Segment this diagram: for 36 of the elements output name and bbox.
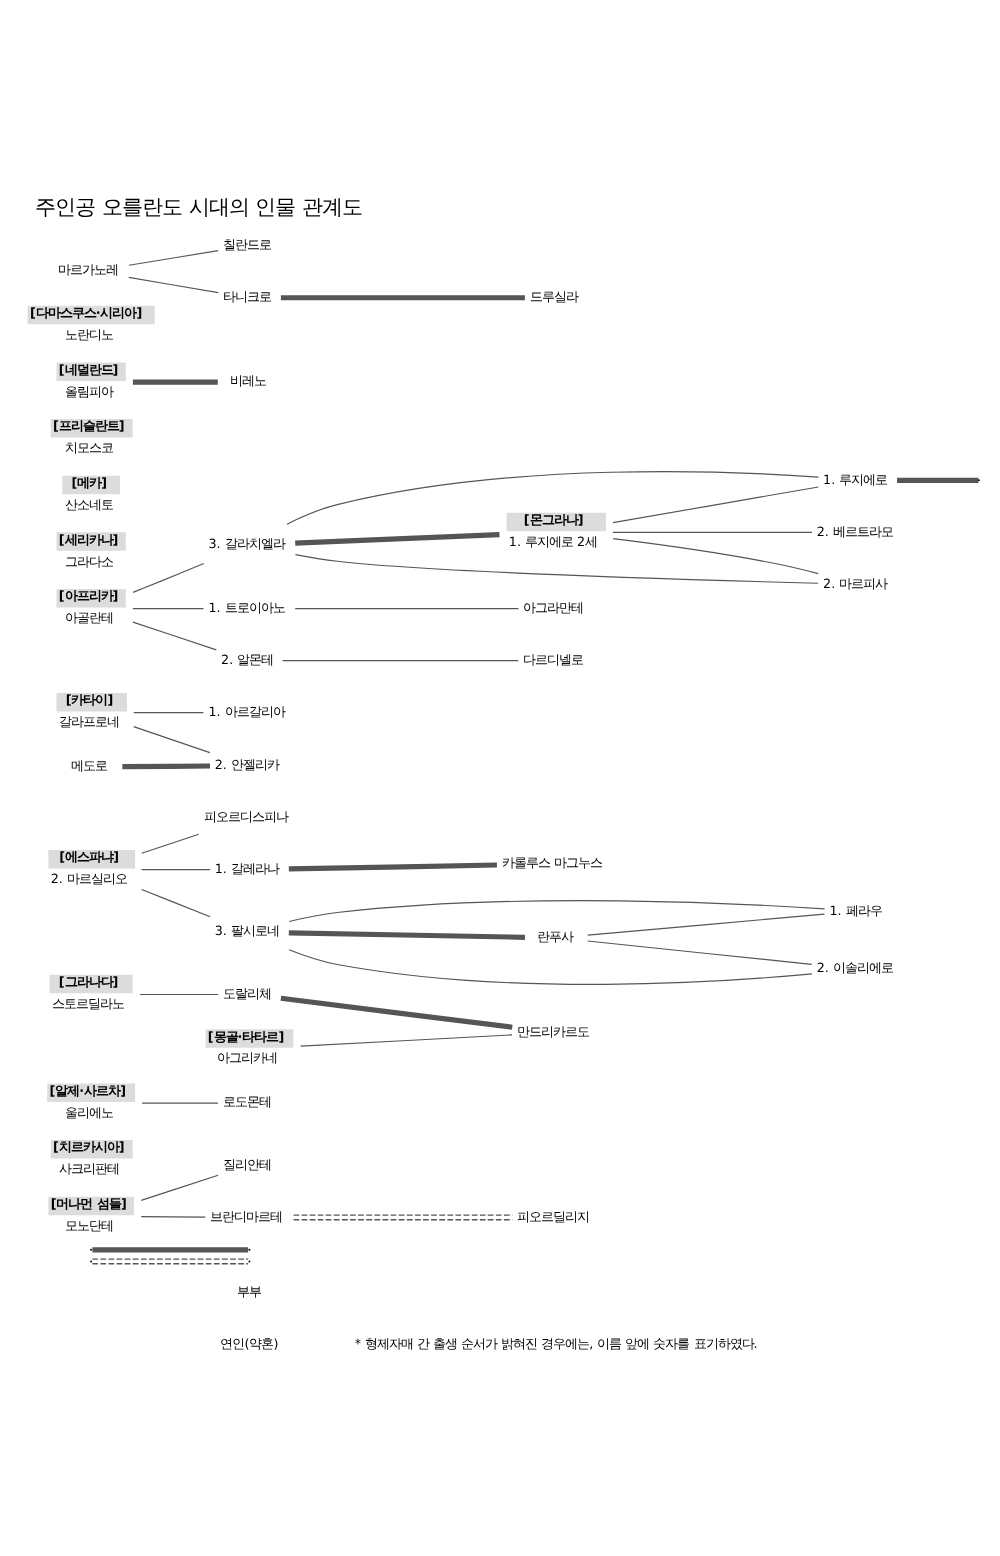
connector <box>141 887 211 917</box>
connector <box>286 470 819 524</box>
connector <box>132 620 217 650</box>
connector <box>133 725 211 753</box>
connector <box>288 929 525 939</box>
connector <box>288 899 826 922</box>
diagram-title: 주인공 오를란도 시대의 인물 관계도 <box>35 194 362 219</box>
connector <box>140 1215 206 1217</box>
connector <box>612 530 813 532</box>
connector <box>897 476 979 482</box>
connector <box>280 294 525 300</box>
connector <box>295 531 500 545</box>
connector <box>132 607 205 609</box>
connector <box>133 710 204 713</box>
connector <box>282 659 519 661</box>
connector <box>294 607 520 609</box>
connector <box>128 249 219 265</box>
connector <box>139 992 219 995</box>
connector <box>288 861 497 871</box>
connector <box>132 378 218 384</box>
connector <box>612 485 819 523</box>
connector <box>292 1213 513 1220</box>
connector <box>587 912 825 935</box>
connector <box>299 1033 513 1046</box>
connector <box>128 275 219 293</box>
connector <box>141 832 200 853</box>
connector <box>612 537 819 574</box>
connector <box>141 1101 219 1103</box>
connector <box>122 762 210 769</box>
connector <box>132 561 205 592</box>
connector <box>288 948 813 984</box>
connector <box>294 553 819 583</box>
connector <box>141 868 211 870</box>
connector <box>140 1173 219 1200</box>
connector <box>280 994 513 1029</box>
connector <box>587 939 813 964</box>
